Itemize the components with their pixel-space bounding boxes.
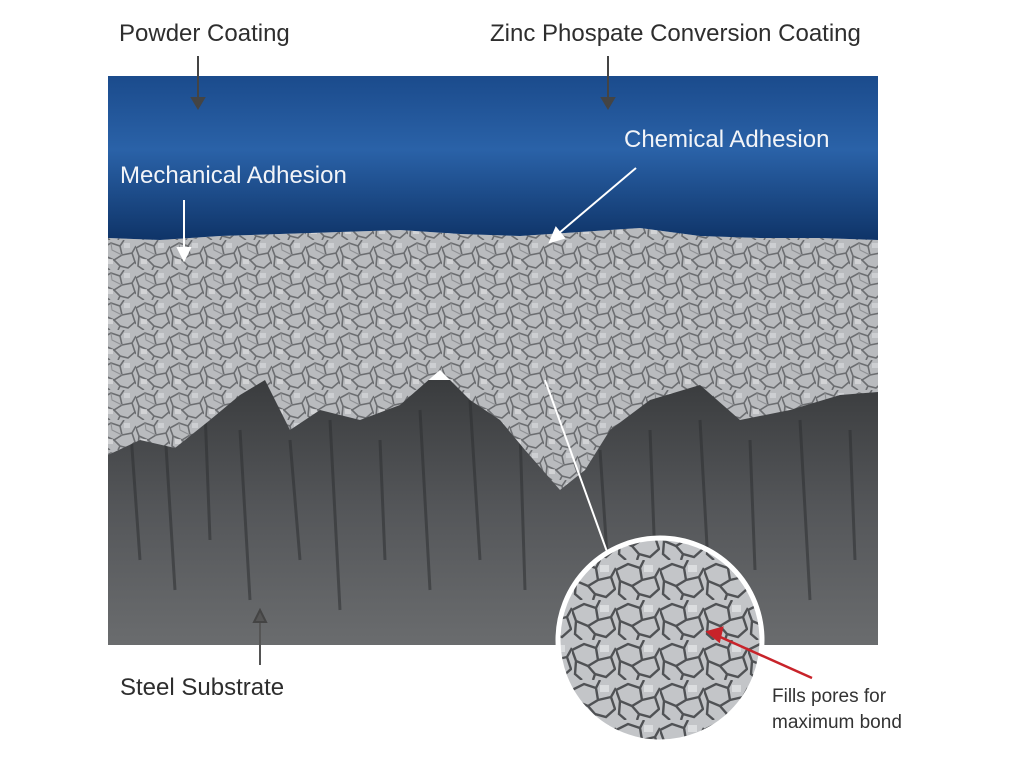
powder-coating-label: Powder Coating — [119, 20, 290, 47]
callout-arrow — [705, 626, 813, 680]
zinc-coating-label: Zinc Phospate Conversion Coating — [490, 20, 861, 47]
fills-pores-line-2: maximum bond — [772, 712, 902, 733]
steel-substrate-label: Steel Substrate — [120, 674, 285, 701]
chemical-adhesion-label: Chemical Adhesion — [624, 126, 830, 153]
arrows — [190, 56, 616, 665]
white-arrows — [176, 167, 637, 561]
fills-pores-line-1: Fills pores for — [772, 686, 887, 707]
steel-texture — [128, 399, 857, 611]
powder-coating-layer — [108, 76, 878, 240]
zinc-phosphate-layer — [108, 228, 878, 490]
fills-pores-note: Fills pores for maximum bond — [772, 684, 972, 736]
steel-substrate-layer — [108, 380, 878, 645]
zoom-magnifier — [555, 535, 765, 745]
mechanical-adhesion-label: Mechanical Adhesion — [120, 162, 347, 189]
